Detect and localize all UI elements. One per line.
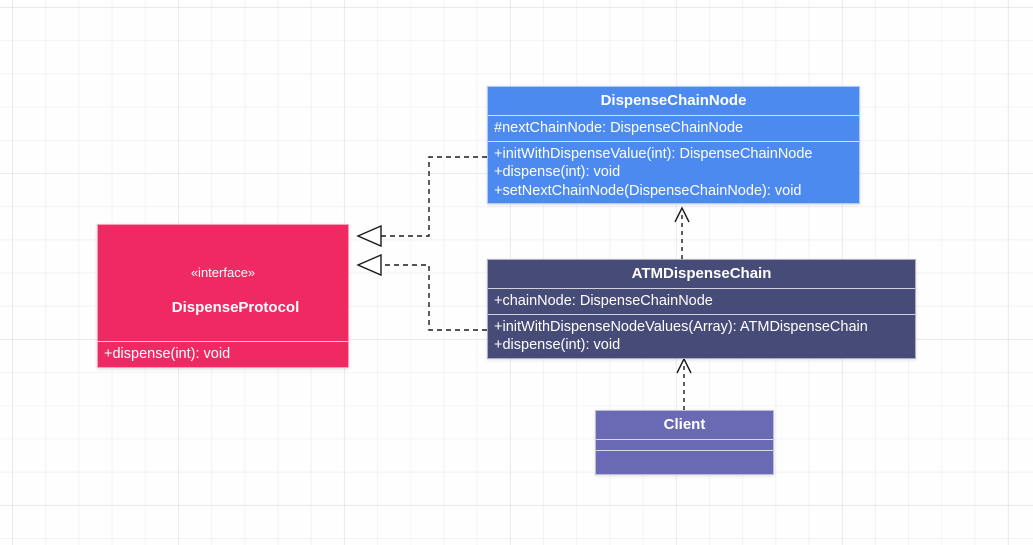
- class-box-client[interactable]: Client: [595, 410, 774, 475]
- edge-dependency-client-atmdispensechain[interactable]: [676, 357, 692, 410]
- class-title-atmdispensechain: ATMDispenseChain: [488, 260, 915, 288]
- class-methods-dispenseprotocol: +dispense(int): void: [98, 341, 348, 367]
- class-methods-dispensechainnode: +initWithDispenseValue(int): DispenseCha…: [488, 140, 859, 203]
- class-attributes-client: [596, 439, 773, 450]
- method-item: +dispense(int): void: [494, 337, 621, 353]
- method-item: +setNextChainNode(DispenseChainNode): vo…: [494, 182, 802, 199]
- class-box-dispensechainnode[interactable]: DispenseChainNode #nextChainNode: Dispen…: [487, 86, 860, 204]
- class-title-client: Client: [596, 411, 773, 439]
- class-name-dispenseprotocol: DispenseProtocol: [171, 299, 300, 316]
- attribute-item: +chainNode: DispenseChainNode: [494, 293, 713, 309]
- class-box-dispenseprotocol[interactable]: «interface» DispenseProtocol +dispense(i…: [97, 224, 349, 368]
- edge-realization-dispensechainnode-dispenseprotocol[interactable]: [356, 156, 487, 248]
- class-title-dispenseprotocol: «interface» DispenseProtocol: [98, 225, 348, 341]
- edge-dependency-atmdispensechain-dispensechainnode[interactable]: [674, 206, 690, 259]
- class-methods-atmdispensechain: +initWithDispenseNodeValues(Array): ATMD…: [488, 313, 915, 358]
- class-box-atmdispensechain[interactable]: ATMDispenseChain +chainNode: DispenseCha…: [487, 259, 916, 359]
- class-title-dispensechainnode: DispenseChainNode: [488, 87, 859, 115]
- method-item: +dispense(int): void: [104, 346, 231, 362]
- class-attributes-dispensechainnode: #nextChainNode: DispenseChainNode: [488, 115, 859, 141]
- class-attributes-atmdispensechain: +chainNode: DispenseChainNode: [488, 288, 915, 314]
- edge-realization-atmdispensechain-dispenseprotocol[interactable]: [356, 253, 487, 331]
- class-methods-client: [596, 450, 773, 474]
- class-stereotype-dispenseprotocol: «interface»: [190, 265, 256, 280]
- attribute-item: #nextChainNode: DispenseChainNode: [494, 120, 744, 136]
- method-item: +initWithDispenseValue(int): DispenseCha…: [494, 145, 813, 162]
- method-item: +initWithDispenseNodeValues(Array): ATMD…: [494, 318, 868, 335]
- method-item: +dispense(int): void: [494, 164, 621, 180]
